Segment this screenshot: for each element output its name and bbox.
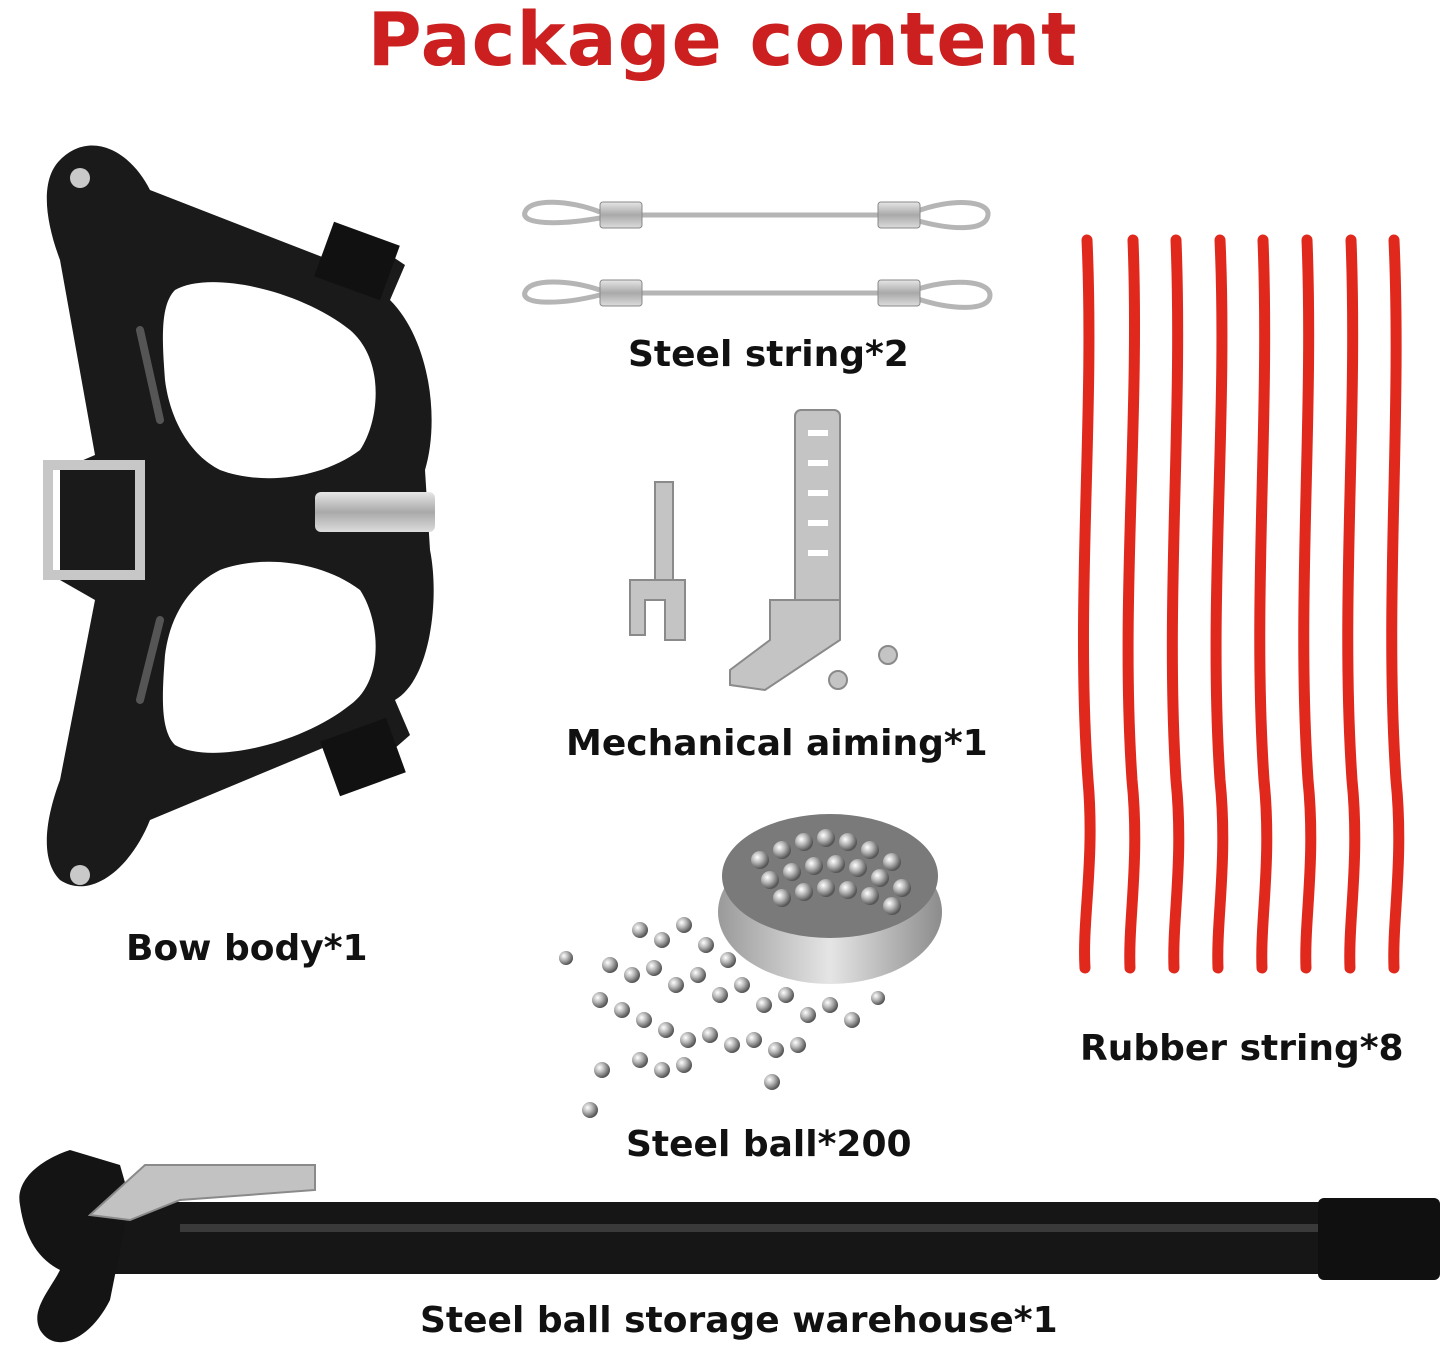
- steel-ball-label: Steel ball*200: [626, 1124, 912, 1165]
- storage-warehouse-image: [19, 1150, 1440, 1343]
- storage-warehouse-label: Steel ball storage warehouse*1: [420, 1300, 1058, 1341]
- mechanical-aiming-image: [629, 409, 898, 692]
- bow-body-label: Bow body*1: [126, 928, 368, 969]
- steel-string-label: Steel string*2: [628, 334, 909, 375]
- aiming-notches: [808, 430, 828, 556]
- page-title: Package content: [367, 0, 1078, 83]
- mechanical-aiming-label: Mechanical aiming*1: [566, 723, 988, 764]
- steel-ball-image: [559, 814, 942, 1118]
- rubber-string-label: Rubber string*8: [1080, 1028, 1404, 1069]
- steel-string-image: [522, 199, 993, 310]
- rubber-string-image: [1077, 234, 1405, 974]
- bow-body-image: [43, 145, 435, 887]
- steel-string-clamps: [599, 201, 921, 307]
